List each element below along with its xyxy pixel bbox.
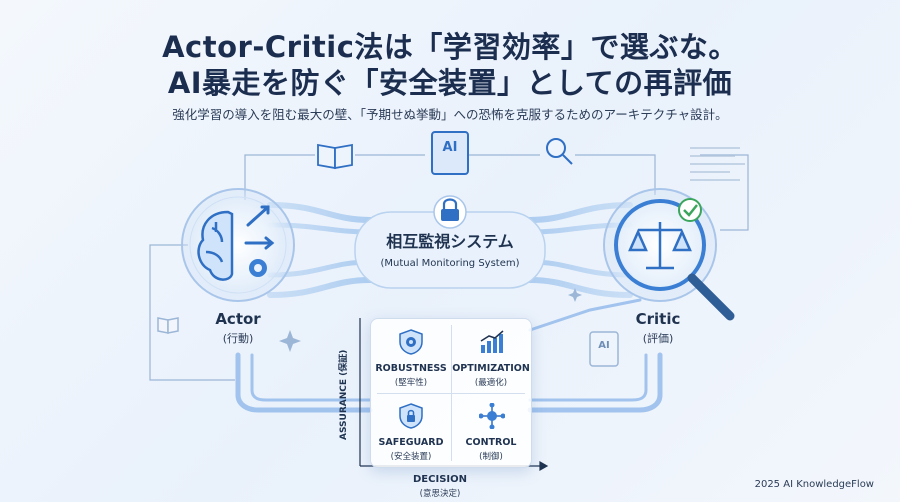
arrows-icon — [244, 205, 275, 250]
quadrant-robustness: ROBUSTNESS (堅牢性) — [371, 319, 451, 393]
robustness-label: ROBUSTNESS — [375, 363, 447, 374]
gear-shield-icon — [399, 329, 423, 355]
top-connector-lines — [149, 154, 749, 381]
x-axis-label: DECISION — [413, 474, 467, 485]
magnifier-icon — [546, 138, 573, 165]
title-line-1: Actor-Critic法は「学習効率」で選ぶな。 — [162, 30, 738, 64]
network-hub-icon — [479, 403, 505, 429]
quadrant-safeguard: SAFEGUARD (安全装置) — [371, 393, 451, 467]
actor-label: Actor — [215, 310, 261, 328]
optimization-jp: (最適化) — [474, 378, 508, 388]
safeguard-label: SAFEGUARD — [378, 437, 444, 448]
y-axis-label: ASSURANCE (保証) — [339, 349, 349, 440]
quadrant-control: CONTROL (制御) — [451, 393, 531, 467]
actor-sub: (行動) — [222, 332, 254, 345]
critic-sub: (評価) — [642, 332, 674, 345]
ai-book-badge: AI — [442, 140, 458, 155]
open-book-icon — [317, 143, 353, 170]
x-axis-label-jp: (意思決定) — [419, 489, 461, 499]
check-badge-icon — [678, 198, 702, 222]
lock-icon — [433, 195, 467, 229]
ai-book-icon — [431, 131, 469, 175]
small-book-icon — [157, 317, 179, 334]
document-lines-icon — [690, 147, 745, 181]
center-title: 相互監視システム — [386, 232, 514, 251]
title-line-2: AI暴走を防ぐ「安全装置」としての再評価 — [167, 66, 733, 100]
balance-scale-icon — [628, 222, 692, 270]
quadrant-panel: ROBUSTNESS (堅牢性) OPTIMIZATION (最適化) SAFE… — [370, 318, 532, 468]
shield-lock-icon — [399, 403, 423, 429]
gear-icon — [249, 259, 267, 277]
growth-chart-icon — [480, 330, 504, 353]
robustness-jp: (堅牢性) — [394, 378, 428, 388]
control-jp: (制御) — [479, 452, 503, 462]
critic-book-badge: AI — [598, 340, 610, 351]
control-label: CONTROL — [465, 437, 517, 448]
mutual-monitoring-label: 相互監視システム (Mutual Monitoring System) — [368, 228, 532, 269]
critic-book-icon — [589, 331, 619, 367]
quadrant-optimization: OPTIMIZATION (最適化) — [451, 319, 531, 393]
sparkle-icon — [279, 288, 582, 352]
center-subtitle: (Mutual Monitoring System) — [380, 258, 520, 269]
brain-icon — [197, 210, 234, 281]
footer-credit: 2025 AI KnowledgeFlow — [754, 479, 874, 490]
subtitle: 強化学習の導入を阻む最大の壁、「予期せぬ挙動」への恐怖を克服するためのアーキテク… — [172, 107, 728, 122]
critic-label: Critic — [635, 310, 681, 328]
lower-flow-loop — [235, 298, 663, 413]
safeguard-jp: (安全装置) — [390, 452, 432, 462]
optimization-label: OPTIMIZATION — [452, 363, 530, 374]
